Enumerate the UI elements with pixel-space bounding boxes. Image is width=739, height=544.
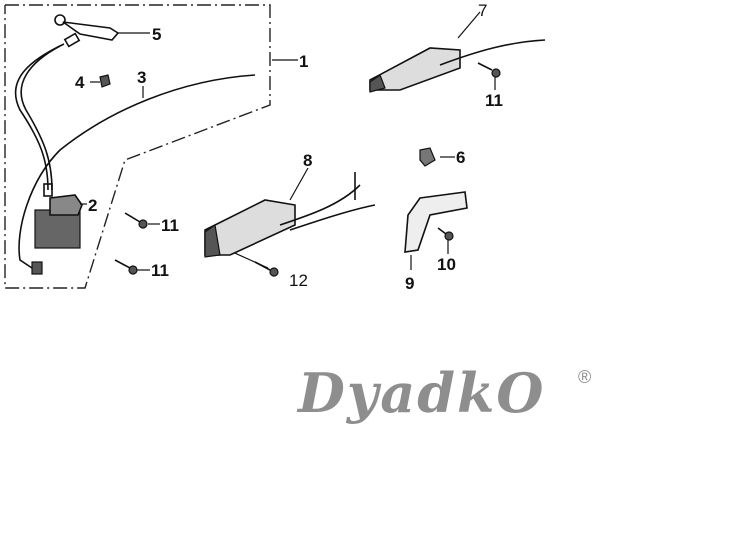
bracket	[404, 191, 468, 253]
clip	[419, 147, 436, 167]
callout-8: 8	[303, 151, 312, 170]
ht-lead	[14, 43, 65, 191]
ignition-module-7	[369, 39, 546, 93]
callout-12: 12	[289, 271, 308, 290]
ignition-coil	[34, 183, 83, 249]
callout-5: 5	[152, 25, 161, 44]
bolt	[114, 259, 138, 275]
nut	[99, 74, 111, 88]
callout-2: 2	[88, 196, 97, 215]
callout-11: 11	[485, 91, 503, 110]
bolt	[477, 62, 501, 78]
callout-1: 1	[299, 52, 308, 71]
callout-10: 10	[437, 255, 456, 274]
callout-4: 4	[75, 73, 85, 92]
callout-7: 7	[478, 1, 487, 20]
bolt	[124, 212, 148, 229]
assembly-1-boundary	[4, 4, 271, 289]
callout-11: 11	[151, 261, 169, 280]
callout-6: 6	[456, 148, 465, 167]
callout-11: 11	[161, 216, 179, 235]
wire-terminal	[31, 261, 43, 275]
callout-9: 9	[405, 274, 414, 293]
bolt	[254, 261, 279, 277]
stop-wire	[18, 74, 256, 271]
spark-plug-cap	[54, 14, 120, 48]
callout-3: 3	[137, 68, 146, 87]
ignition-module-8	[204, 172, 376, 258]
ht-lead-inner	[20, 45, 61, 191]
brand-logo: DyadkO	[296, 361, 545, 425]
registered-mark: ®	[578, 367, 591, 387]
bolt	[437, 227, 454, 241]
